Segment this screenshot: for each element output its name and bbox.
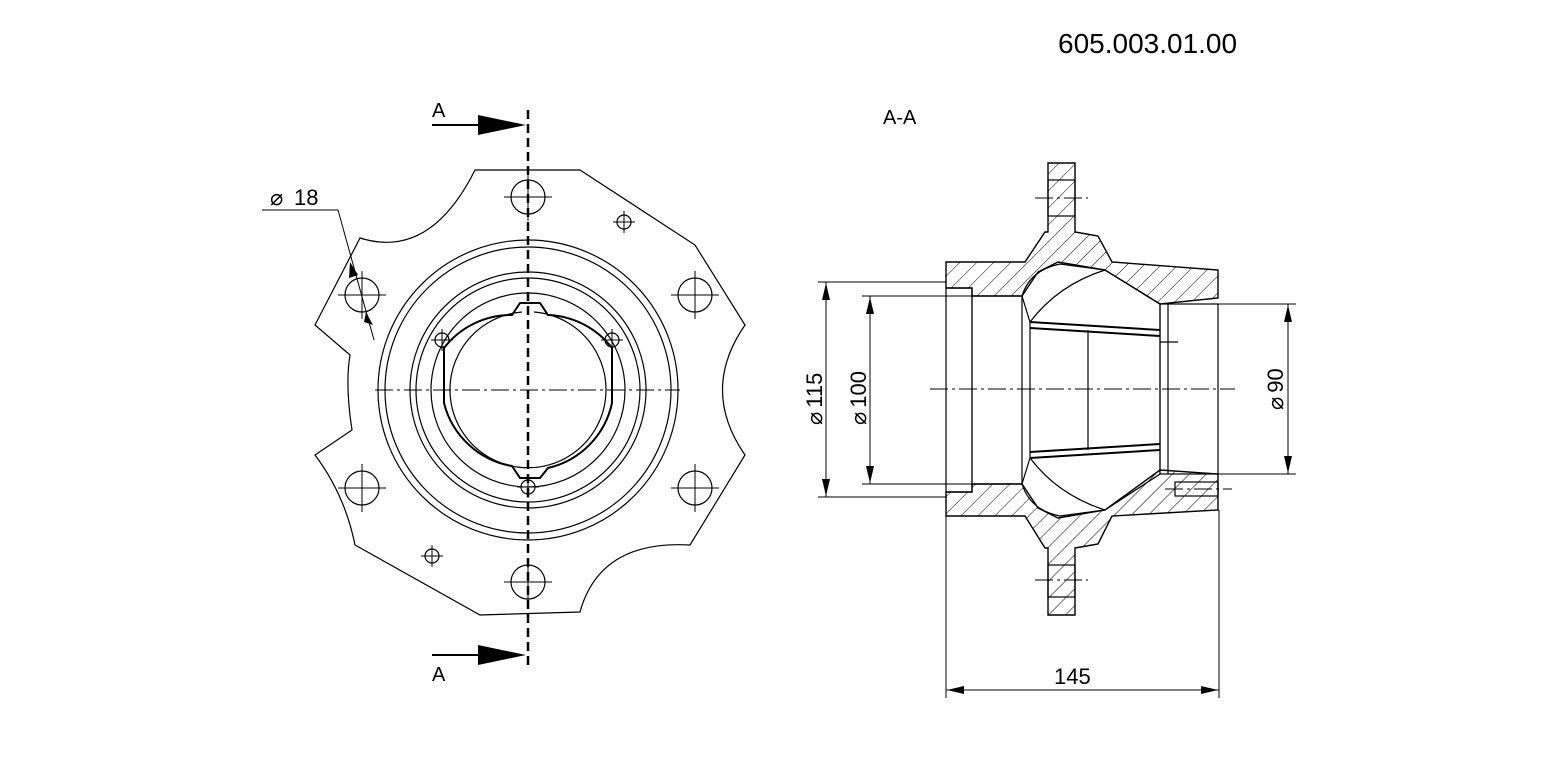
dim-145-arrow-left [947, 686, 964, 694]
bolt-hole [671, 464, 719, 512]
spline-line-3 [1029, 443, 1161, 453]
dim-145-label: 145 [1054, 664, 1091, 689]
cone-curve-top [1029, 269, 1106, 323]
splined-bore [443, 302, 613, 479]
small-hole [421, 545, 443, 567]
front-view: A A ⌀ 18 [262, 100, 746, 686]
cone-curve-bottom [1029, 457, 1106, 511]
hole-diameter-symbol: ⌀ [270, 185, 283, 210]
dim-100-arrow-top [866, 297, 874, 314]
bolt-hole [338, 464, 386, 512]
bolt-hole [671, 271, 719, 319]
dim-115-arrow-bottom [822, 479, 830, 496]
cone-lower [1021, 449, 1161, 517]
dim-100-arrow-bottom [866, 466, 874, 483]
left-bore-step [945, 287, 973, 493]
cut-arrow-bottom-head [478, 645, 526, 665]
dim-115-value: 115 [802, 373, 827, 408]
section-title: A-A [883, 107, 917, 129]
section-body-hatched [945, 162, 1219, 305]
dim-115-label: ⌀ 115 [802, 373, 827, 425]
dim-90-value: 90 [1263, 368, 1288, 392]
flange-outline [314, 169, 746, 616]
dim-145-arrow-right [1201, 686, 1218, 694]
small-hole [431, 329, 453, 351]
dim-100-symbol: ⌀ [846, 412, 871, 425]
small-hole [613, 211, 635, 233]
cut-label-top: A [432, 100, 446, 122]
small-hole [601, 329, 623, 351]
dim-90-symbol: ⌀ [1263, 397, 1288, 410]
left-bore [971, 295, 1023, 485]
drawing-number: 605.003.01.00 [1058, 28, 1237, 59]
dim-90-arrow-bottom [1284, 456, 1292, 473]
dim-100-label: ⌀ 100 [846, 371, 871, 425]
cut-label-bottom: A [432, 664, 446, 686]
hole-diameter-label: 18 [294, 185, 318, 210]
spline-line-2 [1029, 327, 1161, 337]
section-view: A-A [802, 107, 1296, 698]
dim-100-value: 100 [846, 371, 871, 408]
dim-90-label: ⌀ 90 [1263, 368, 1288, 410]
dim-115-arrow-top [822, 283, 830, 300]
spline-line-1 [1029, 321, 1161, 331]
flange-hole-bottom [1047, 564, 1076, 598]
hole-leader-arrow-2 [364, 312, 373, 325]
section-body-hatched-bottom [945, 469, 1219, 616]
dim-115-symbol: ⌀ [802, 412, 827, 425]
hole-leader-arrow-1 [349, 262, 358, 278]
dim-90-arrow-top [1284, 305, 1292, 322]
cone-upper [1021, 263, 1161, 331]
spline-line-4 [1029, 449, 1161, 459]
cut-arrow-top-head [478, 115, 526, 135]
